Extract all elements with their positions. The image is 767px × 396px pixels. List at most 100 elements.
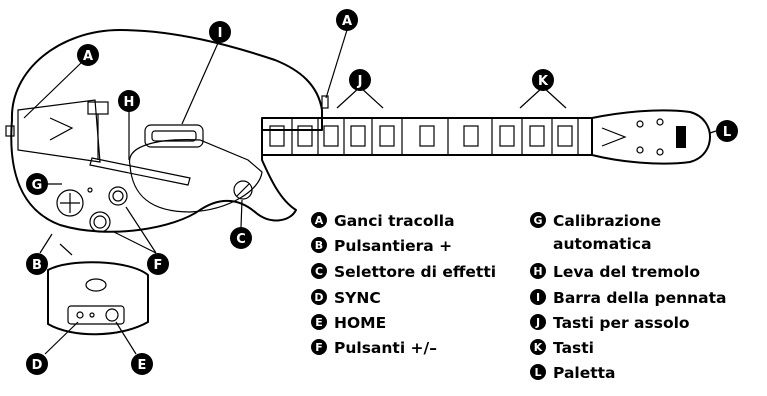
sync-button xyxy=(76,311,84,319)
callout-A-top-right: A xyxy=(336,9,358,31)
legend-column-2: G Calibrazione automatica H Leva del tre… xyxy=(530,212,727,382)
legend-letter: I xyxy=(536,291,540,304)
fret-button-5 xyxy=(557,125,573,147)
guitar-neck xyxy=(261,109,711,165)
body-outline xyxy=(10,29,323,233)
legend-letter: B xyxy=(315,239,323,252)
minus-button xyxy=(89,211,111,233)
pickguard xyxy=(129,139,263,213)
solo-button-2 xyxy=(297,125,313,147)
legend-letter: L xyxy=(534,366,541,379)
inset-led xyxy=(89,312,95,318)
legend-label: Tasti xyxy=(553,339,594,357)
calibration-sensor xyxy=(87,187,93,193)
strum-bar-inner xyxy=(151,130,197,142)
legend-item-B: B Pulsantiera + xyxy=(311,237,452,255)
plus-button-inner xyxy=(112,190,124,202)
plus-button xyxy=(108,186,128,206)
dpad-cross xyxy=(60,193,80,213)
callout-I-top: I xyxy=(209,21,231,43)
legend-label: Barra della pennata xyxy=(553,289,727,307)
inset-leader xyxy=(59,243,73,256)
solo-button-4 xyxy=(350,125,366,147)
callout-I-label: I xyxy=(218,26,223,41)
dpad xyxy=(56,189,84,217)
legend-item-D: D SYNC xyxy=(311,289,381,307)
legend-item-L: L Paletta xyxy=(530,364,616,382)
inset-button-panel xyxy=(67,305,125,325)
tailpiece-chevron xyxy=(49,117,74,141)
home-button xyxy=(105,308,119,322)
solo-button-5 xyxy=(379,125,395,147)
callout-C-label: C xyxy=(236,232,246,247)
guitar-body xyxy=(5,29,329,233)
legend-label: Leva del tremolo xyxy=(553,263,700,281)
legend-letter: E xyxy=(315,316,323,329)
inset-outline xyxy=(47,261,149,336)
legend-label: Tasti per assolo xyxy=(553,314,690,332)
legend-letter: C xyxy=(315,265,323,278)
solo-button-3 xyxy=(323,125,339,147)
callout-C-lower: C xyxy=(230,227,252,249)
legend-label: Paletta xyxy=(553,364,616,382)
legend-letter: A xyxy=(315,214,324,227)
legend-letter: D xyxy=(314,291,323,304)
legend-item-A: A Ganci tracolla xyxy=(311,212,455,230)
legend-letter: F xyxy=(315,341,323,354)
tuner-peg-4 xyxy=(656,148,664,156)
callout-B-label: B xyxy=(32,258,42,273)
legend-item-H: H Leva del tremolo xyxy=(530,263,700,281)
legend-label: Selettore di effetti xyxy=(334,263,496,281)
legend-column-1: A Ganci tracolla B Pulsantiera + C Selet… xyxy=(311,212,496,357)
tuner-peg-3 xyxy=(636,146,644,154)
effects-selector-mark xyxy=(236,183,250,197)
legend-label: SYNC xyxy=(334,289,381,307)
callout-A-label: A xyxy=(83,49,93,64)
legend-label: Ganci tracolla xyxy=(334,212,455,230)
headstock xyxy=(591,109,711,165)
minus-button-inner xyxy=(93,215,107,229)
strap-peg-left xyxy=(5,125,15,137)
tremolo-lever xyxy=(89,157,191,186)
legend-item-F: F Pulsanti +/– xyxy=(311,339,437,357)
button-panel-inset xyxy=(47,243,149,336)
tremolo-block xyxy=(87,101,109,115)
legend-label: Pulsanti +/– xyxy=(334,339,437,357)
callout-G-side: G xyxy=(26,173,48,195)
legend-item-G: G Calibrazione automatica xyxy=(530,212,661,253)
legend-item-C: C Selettore di effetti xyxy=(311,263,496,281)
strum-bar xyxy=(144,124,204,148)
callout-J-top: J xyxy=(349,69,371,91)
callout-A-label: A xyxy=(342,14,352,29)
callout-K-label: K xyxy=(538,74,549,89)
callout-J-label: J xyxy=(357,74,363,89)
fret-button-1 xyxy=(419,125,435,147)
callout-G-label: G xyxy=(32,178,43,193)
effects-selector xyxy=(233,180,253,200)
legend-item-J: J Tasti per assolo xyxy=(530,314,690,332)
inset-dpad xyxy=(85,278,107,292)
callout-K-top: K xyxy=(532,69,554,91)
legend-letter: K xyxy=(534,341,543,354)
tuner-peg-1 xyxy=(636,120,644,128)
legend-label-line2: automatica xyxy=(553,235,652,253)
callout-D-label: D xyxy=(32,358,43,373)
callout-A-top-left: A xyxy=(77,44,99,66)
fret-button-2 xyxy=(463,125,479,147)
legend-letter: G xyxy=(533,214,542,227)
legend-item-I: I Barra della pennata xyxy=(530,289,727,307)
legend-label: HOME xyxy=(334,314,386,332)
legend-item-E: E HOME xyxy=(311,314,386,332)
tuner-peg-2 xyxy=(656,118,664,126)
legend-label: Pulsantiera + xyxy=(334,237,452,255)
leader-lines xyxy=(23,29,717,355)
callout-E-label: E xyxy=(138,358,147,373)
headstock-inlay xyxy=(601,127,627,147)
callout-L-end: L xyxy=(716,120,738,142)
legend-letter: H xyxy=(533,265,542,278)
strap-peg-top xyxy=(321,95,329,109)
callout-L-label: L xyxy=(723,125,731,140)
callout-F-label: F xyxy=(154,258,163,273)
callout-B-lower: B xyxy=(26,253,48,275)
